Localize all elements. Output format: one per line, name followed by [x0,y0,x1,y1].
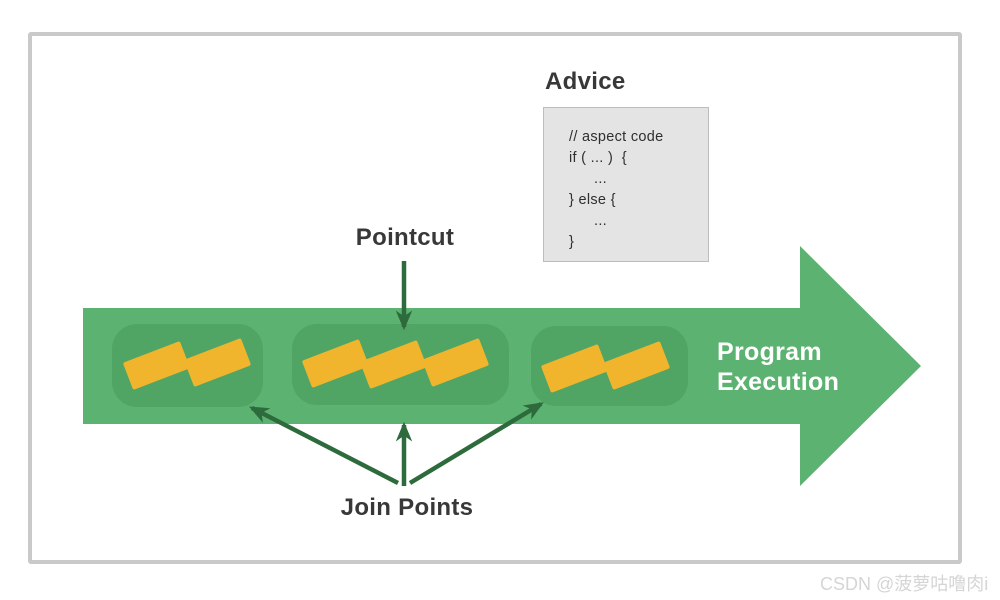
program-execution-line1: Program [717,338,822,366]
join-point-group-1 [112,324,263,407]
join-point-chip [301,339,370,388]
join-points-label: Join Points [340,494,474,521]
advice-code-line: } else { [569,192,616,208]
advice-code-line: if ( ... ) { [569,150,627,166]
advice-code-box: // aspect code if ( ... ) { ... } else {… [543,107,709,262]
program-execution-label: Program Execution [717,337,839,397]
advice-code-line: ... [594,213,607,229]
watermark: CSDN @菠萝咕噜肉i [820,574,989,594]
program-execution-line2: Execution [717,368,840,396]
advice-label: Advice [545,68,626,95]
join-point-chip [540,344,609,393]
join-point-chip [183,338,252,387]
join-point-group-3 [531,326,688,406]
join-point-chip [602,341,671,390]
advice-code-line: } [569,234,575,250]
diagram-frame-border [28,32,962,564]
join-point-chip [122,341,191,390]
advice-code-line: ... [594,171,607,187]
join-point-group-2 [292,324,509,405]
join-point-chip [421,338,490,387]
advice-code-line: // aspect code [569,129,664,145]
pointcut-label: Pointcut [355,224,455,251]
join-point-chip [359,340,428,389]
